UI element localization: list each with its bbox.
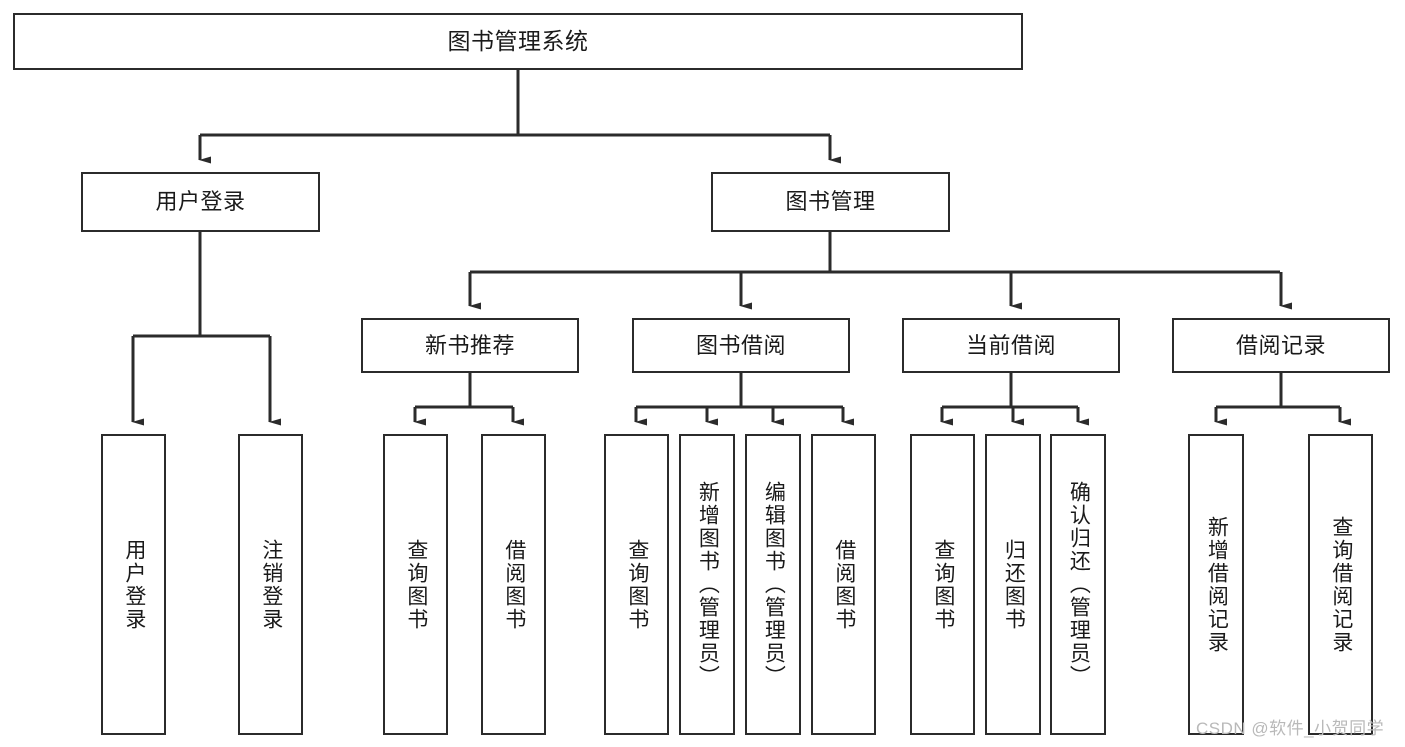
node-leaf-2[interactable]: 查询图书 [383, 434, 448, 735]
node-label: 用户登录 [122, 538, 146, 631]
node-level2-0[interactable]: 用户登录 [81, 172, 320, 232]
node-label: 确认归还（管理员） [1067, 481, 1091, 688]
node-label: 新增借阅记录 [1205, 515, 1229, 654]
node-label: 注销登录 [259, 538, 283, 631]
node-level3-2[interactable]: 当前借阅 [902, 318, 1120, 373]
node-label: 查询图书 [404, 538, 428, 631]
node-label: 归还图书 [1002, 538, 1026, 631]
node-leaf-10[interactable]: 确认归还（管理员） [1050, 434, 1106, 735]
node-leaf-11[interactable]: 新增借阅记录 [1188, 434, 1244, 735]
csdn-watermark: CSDN @软件_小贺同学 [1196, 719, 1385, 738]
node-leaf-1[interactable]: 注销登录 [238, 434, 303, 735]
node-label: 借阅图书 [832, 538, 856, 631]
node-label: 用户登录 [155, 189, 246, 215]
node-leaf-0[interactable]: 用户登录 [101, 434, 166, 735]
node-leaf-12[interactable]: 查询借阅记录 [1308, 434, 1373, 735]
node-root-system[interactable]: 图书管理系统 [13, 13, 1023, 70]
node-leaf-5[interactable]: 新增图书（管理员） [679, 434, 735, 735]
node-label: 查询图书 [931, 538, 955, 631]
node-leaf-7[interactable]: 借阅图书 [811, 434, 876, 735]
node-label: 编辑图书（管理员） [762, 481, 786, 688]
node-leaf-6[interactable]: 编辑图书（管理员） [745, 434, 801, 735]
node-label: 当前借阅 [965, 332, 1056, 358]
node-label: 图书管理系统 [447, 27, 589, 54]
node-leaf-3[interactable]: 借阅图书 [481, 434, 546, 735]
node-label: 新书推荐 [424, 332, 515, 358]
node-level3-3[interactable]: 借阅记录 [1172, 318, 1390, 373]
node-label: 借阅图书 [502, 538, 526, 631]
node-label: 图书借阅 [695, 332, 786, 358]
node-level3-0[interactable]: 新书推荐 [361, 318, 579, 373]
node-leaf-8[interactable]: 查询图书 [910, 434, 975, 735]
node-label: 查询图书 [625, 538, 649, 631]
node-label: 借阅记录 [1235, 332, 1326, 358]
node-leaf-9[interactable]: 归还图书 [985, 434, 1041, 735]
node-level2-1[interactable]: 图书管理 [711, 172, 950, 232]
node-leaf-4[interactable]: 查询图书 [604, 434, 669, 735]
node-label: 图书管理 [785, 189, 876, 215]
node-label: 新增图书（管理员） [696, 481, 720, 688]
node-label: 查询借阅记录 [1329, 515, 1353, 654]
node-level3-1[interactable]: 图书借阅 [632, 318, 850, 373]
